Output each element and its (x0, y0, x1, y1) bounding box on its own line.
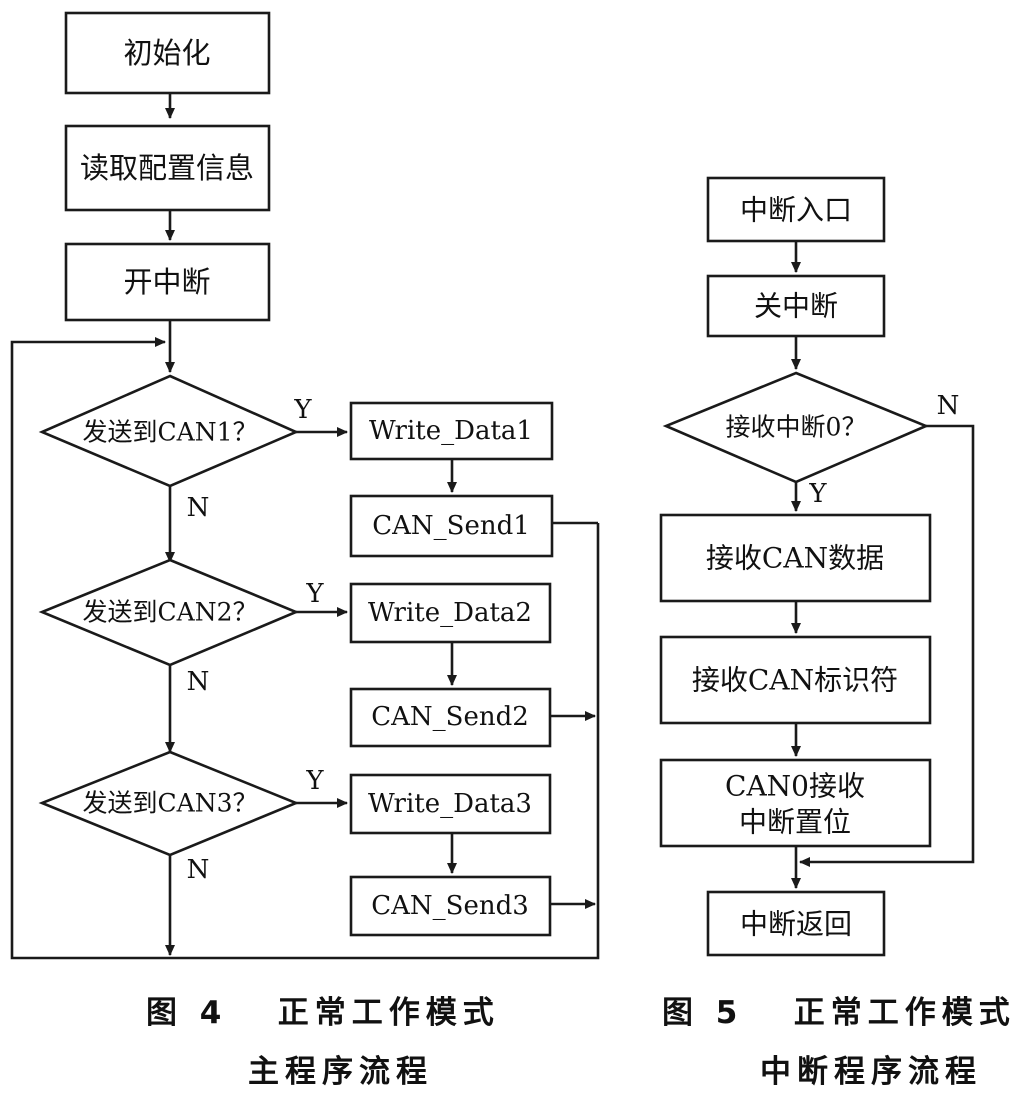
step-disable-interrupt-label: 关中断 (754, 290, 838, 323)
branch-label-yes: Y (808, 479, 827, 509)
step-set-interrupt-flag-label-line2: 中断置位 (739, 806, 851, 839)
action-write-data2: Write_Data2 (349, 582, 552, 644)
decision-can3-label: 发送到CAN3？ (83, 789, 258, 818)
branch-label-no: N (187, 493, 210, 523)
branch-label-yes: Y (305, 766, 324, 796)
step-interrupt-return: 中断返回 (706, 890, 886, 957)
figure-4-caption-line1: 图 4 正常工作模式 (146, 995, 500, 1031)
step-set-interrupt-flag: CAN0接收 中断置位 (659, 758, 932, 848)
branch-label-yes: Y (305, 579, 324, 609)
step-enable-interrupt: 开中断 (64, 242, 271, 322)
action-can-send1-label: CAN_Send1 (372, 511, 530, 541)
decision-can1-label: 发送到CAN1？ (83, 418, 258, 447)
step-init-label: 初始化 (123, 36, 210, 70)
step-receive-can-identifier: 接收CAN标识符 (659, 635, 932, 725)
action-can-send2-label: CAN_Send2 (371, 702, 529, 732)
figure-5-caption-line1: 图 5 正常工作模式 (662, 995, 1016, 1031)
figure-5-caption-line2: 中断程序流程 (760, 1054, 982, 1090)
step-set-interrupt-flag-label-line1: CAN0接收 (725, 770, 865, 803)
decision-receive-interrupt-label: 接收中断0？ (726, 413, 867, 442)
step-receive-can-data-label: 接收CAN数据 (706, 542, 884, 575)
loop-back-line (10, 337, 600, 960)
decision-can3: 发送到CAN3？ (38, 750, 300, 857)
action-can-send1: CAN_Send1 (349, 494, 554, 558)
decision-can2-label: 发送到CAN2？ (83, 598, 258, 627)
decision-can1: 发送到CAN1？ (38, 374, 300, 488)
step-interrupt-entry-label: 中断入口 (740, 194, 852, 227)
step-interrupt-entry: 中断入口 (706, 176, 886, 243)
action-can-send3: CAN_Send3 (349, 875, 552, 937)
action-write-data1: Write_Data1 (349, 401, 554, 461)
step-read-config: 读取配置信息 (64, 124, 271, 212)
branch-label-no: N (937, 391, 960, 421)
branch-label-no: N (187, 855, 210, 885)
step-init: 初始化 (64, 11, 271, 95)
branch-label-yes: Y (293, 395, 312, 425)
action-can-send2: CAN_Send2 (349, 687, 552, 748)
figure-5-interrupt-program-flow: 中断入口 关中断 接收中断0？ N Y 接收CAN数据 接收CAN标识符 CAN… (659, 176, 975, 957)
action-write-data1-label: Write_Data1 (369, 416, 533, 446)
action-write-data2-label: Write_Data2 (368, 598, 532, 628)
step-interrupt-return-label: 中断返回 (740, 908, 852, 941)
step-enable-interrupt-label: 开中断 (123, 265, 210, 299)
figure-4-main-program-flow: 初始化 读取配置信息 开中断 发送到CAN1？ 发送到CAN2？ 发送到CAN3… (10, 11, 600, 960)
action-write-data3-label: Write_Data3 (368, 789, 532, 819)
step-read-config-label: 读取配置信息 (80, 151, 254, 185)
action-can-send3-label: CAN_Send3 (371, 891, 529, 921)
no-branch-line (799, 424, 975, 867)
branch-label-no: N (187, 667, 210, 697)
action-write-data3: Write_Data3 (349, 773, 552, 835)
figure-4-caption-line2: 主程序流程 (248, 1054, 433, 1090)
decision-receive-interrupt: 接收中断0？ (662, 371, 930, 484)
decision-can2: 发送到CAN2？ (38, 558, 300, 667)
flowchart-canvas: 初始化 读取配置信息 开中断 发送到CAN1？ 发送到CAN2？ 发送到CAN3… (10, 11, 975, 960)
step-receive-can-data: 接收CAN数据 (659, 513, 932, 603)
step-disable-interrupt: 关中断 (706, 274, 886, 338)
step-receive-can-identifier-label: 接收CAN标识符 (692, 664, 898, 697)
